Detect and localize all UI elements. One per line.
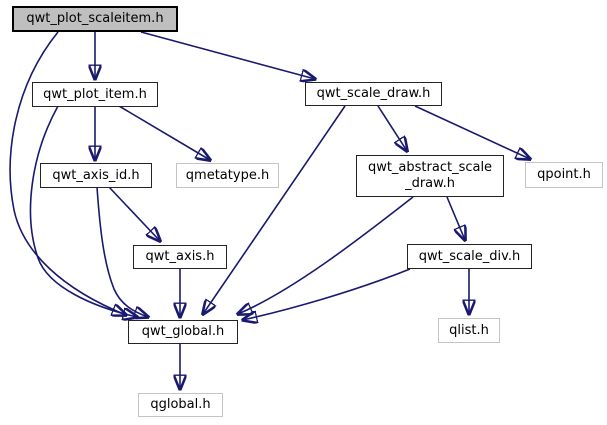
edge-axis-id-to-axis (108, 186, 160, 241)
node-label: qwt_plot_item.h (43, 86, 147, 102)
node-label: qwt_axis.h (145, 249, 215, 264)
node-qwt-axis-h[interactable]: qwt_axis.h (133, 245, 227, 269)
node-qpoint-h: qpoint.h (525, 162, 603, 188)
node-qwt-abstract-scale-draw-h[interactable]: qwt_abstract_scale _draw.h (356, 155, 504, 197)
node-label: qwt_scale_draw.h (316, 86, 431, 101)
node-qwt-axis-id-h[interactable]: qwt_axis_id.h (40, 163, 152, 188)
node-qlist-h: qlist.h (438, 318, 500, 343)
edge-scaleitem-to-global (9, 31, 126, 315)
edge-scale-draw-to-global (203, 105, 346, 314)
node-label: qglobal.h (150, 397, 211, 412)
edge-axis-id-to-global (96, 186, 148, 317)
node-qwt-plot-item-h[interactable]: qwt_plot_item.h (32, 82, 158, 107)
node-label: qwt_global.h (141, 324, 225, 339)
node-qwt-scale-div-h[interactable]: qwt_scale_div.h (407, 244, 532, 269)
edge-plot-item-to-qmetatype (118, 105, 210, 160)
node-qglobal-h: qglobal.h (138, 393, 223, 417)
node-label: qwt_scale_div.h (418, 248, 521, 264)
edge-abstract-scale-draw-to-scale-div (446, 196, 465, 240)
edge-scaleitem-to-scale-draw (140, 31, 315, 79)
node-label: qmetatype.h (185, 167, 270, 183)
edge-scale-div-to-global (243, 268, 411, 320)
edge-scale-draw-to-abstract-scale-draw (377, 105, 407, 151)
edge-plot-item-to-global (29, 105, 137, 317)
node-qmetatype-h: qmetatype.h (176, 163, 279, 188)
node-label: qwt_axis_id.h (52, 167, 140, 183)
node-qwt-global-h[interactable]: qwt_global.h (128, 320, 238, 344)
node-qwt-scale-draw-h[interactable]: qwt_scale_draw.h (305, 82, 442, 106)
node-label: qpoint.h (537, 167, 591, 182)
node-label: qwt_abstract_scale (367, 160, 493, 175)
node-label: _draw.h (405, 176, 455, 191)
edge-abstract-scale-draw-to-global (238, 196, 414, 314)
node-qwt-plot-scaleitem-h: qwt_plot_scaleitem.h (12, 6, 178, 32)
edge-scale-draw-to-qpoint (414, 105, 530, 159)
node-label: qwt_plot_scaleitem.h (26, 11, 164, 26)
node-label: qlist.h (449, 322, 489, 338)
